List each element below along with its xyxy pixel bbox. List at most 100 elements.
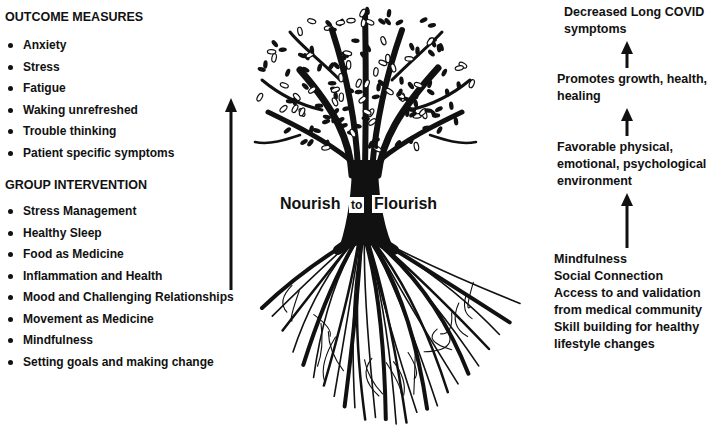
leaf [390, 63, 397, 72]
leaf [339, 93, 344, 102]
root-flare [338, 240, 394, 251]
leaf [341, 65, 348, 74]
leaf [408, 42, 415, 51]
section-heading: OUTCOME MEASURES [4, 10, 144, 25]
branch [378, 68, 438, 175]
bullet-dot [8, 252, 13, 257]
outcome-step: Promotes growth, health, healing [555, 70, 709, 106]
leaf [449, 101, 455, 110]
root-hair [424, 324, 450, 352]
leaf [408, 135, 414, 144]
leaf [270, 39, 279, 48]
leaf [328, 27, 337, 33]
leaf [378, 59, 387, 66]
leaf [427, 49, 436, 58]
leaf [367, 140, 374, 149]
bullet-dot [8, 108, 13, 113]
leaf [342, 106, 351, 112]
leaf [331, 97, 339, 106]
bullet-dot [8, 338, 13, 343]
leaf [440, 68, 448, 77]
leaf [278, 47, 287, 52]
leaf [453, 117, 459, 126]
outcome-step: MindfulnessSocial ConnectionAccess to an… [552, 250, 716, 354]
leaf [373, 67, 378, 76]
outcome-step: Favorable physical, emotional, psycholog… [555, 138, 709, 191]
list-item: Stress [22, 60, 61, 75]
leaf [405, 56, 414, 61]
leaf [426, 37, 435, 46]
leaf [396, 88, 404, 97]
twig [262, 80, 322, 110]
up-arrow [225, 98, 237, 295]
twig [290, 32, 340, 80]
leaf [331, 115, 337, 124]
list-item: Waking unrefreshed [22, 103, 139, 118]
bullet-dot [8, 151, 13, 156]
root [380, 240, 520, 304]
leaf [301, 66, 310, 74]
leaf [345, 87, 354, 94]
leaf [422, 125, 431, 130]
leaf [280, 82, 289, 89]
leaf [444, 88, 450, 97]
twig [392, 32, 442, 80]
leaf [339, 122, 348, 129]
leaf [324, 19, 333, 28]
list-item: Mood and Challenging Relationships [22, 290, 235, 305]
leaf [426, 79, 432, 88]
step-text: Favorable physical, emotional, psycholog… [557, 139, 707, 190]
branch [362, 12, 369, 170]
leaf [354, 89, 363, 94]
root-hair [468, 282, 473, 308]
bullet-dot [8, 360, 13, 365]
bullet-dot [8, 86, 13, 91]
leaf [283, 126, 292, 134]
leaf [298, 107, 305, 116]
branch [380, 112, 462, 160]
leaf [351, 38, 360, 43]
root-hair [366, 358, 379, 396]
twig [255, 135, 300, 143]
leaf [427, 22, 436, 28]
arrow-head [621, 193, 633, 206]
leaf [297, 27, 303, 36]
list-item: Patient specific symptoms [22, 146, 175, 161]
bullet-dot [8, 317, 13, 322]
arrow-head [621, 41, 633, 54]
list-item: Trouble thinking [22, 124, 117, 139]
leaf [315, 104, 323, 108]
leaf [286, 99, 295, 104]
bullet-dot [8, 65, 13, 70]
leaf [355, 78, 362, 87]
list-item: Mindfulness [22, 333, 94, 348]
root [379, 240, 510, 322]
step-text: Access to and validation from medical co… [554, 285, 714, 319]
leaf [331, 86, 340, 93]
leaf [399, 76, 404, 85]
bullet-dot [8, 295, 13, 300]
step-text: Decreased Long COVID symptoms [564, 4, 714, 38]
leaf [284, 68, 291, 77]
tree-title: to [349, 197, 364, 213]
leaf [371, 94, 380, 100]
bullet-dot [8, 209, 13, 214]
leaf [358, 95, 367, 104]
leaf [432, 113, 441, 118]
leaf [263, 60, 268, 69]
leaf [377, 79, 386, 88]
root [377, 240, 489, 349]
list-item: Setting goals and making change [22, 355, 215, 370]
leaf [271, 53, 277, 62]
root-hair [414, 351, 416, 395]
leaf [438, 42, 445, 51]
leaf [353, 123, 362, 129]
leaf [347, 18, 356, 23]
leaf [414, 142, 420, 151]
arrow-head [621, 108, 633, 121]
leaf [321, 145, 330, 151]
leaf [362, 108, 371, 116]
leaf [386, 54, 391, 62]
leaf [456, 81, 462, 90]
root-hair [455, 303, 467, 337]
